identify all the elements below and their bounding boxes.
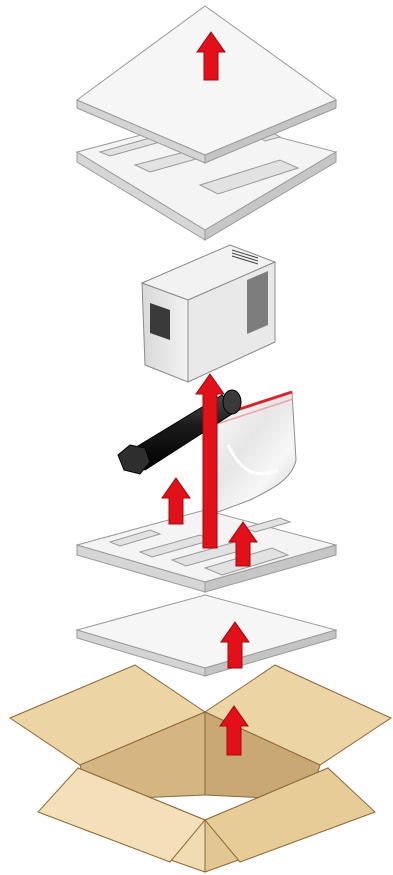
box-flap-front-right <box>204 767 376 863</box>
box-flap-front-left <box>37 767 206 863</box>
drum-unit <box>140 244 277 383</box>
barcode-icon <box>231 249 259 265</box>
top-cover <box>75 5 338 164</box>
arrow-drum-unit <box>195 373 225 549</box>
arrow-bottom-sheet <box>220 621 250 669</box>
top-foam-tray <box>75 117 338 241</box>
drum-front-label <box>150 303 170 340</box>
shipping-box <box>8 664 393 873</box>
drum-side-panel <box>247 271 268 334</box>
arrow-bag <box>228 521 258 567</box>
arrow-cartridge <box>161 477 191 525</box>
arrow-top-cover <box>196 31 226 81</box>
bottom-sheet <box>75 594 338 677</box>
cartridge-end-cap <box>117 444 151 475</box>
plastic-bag <box>202 390 297 513</box>
arrow-box <box>219 705 249 756</box>
